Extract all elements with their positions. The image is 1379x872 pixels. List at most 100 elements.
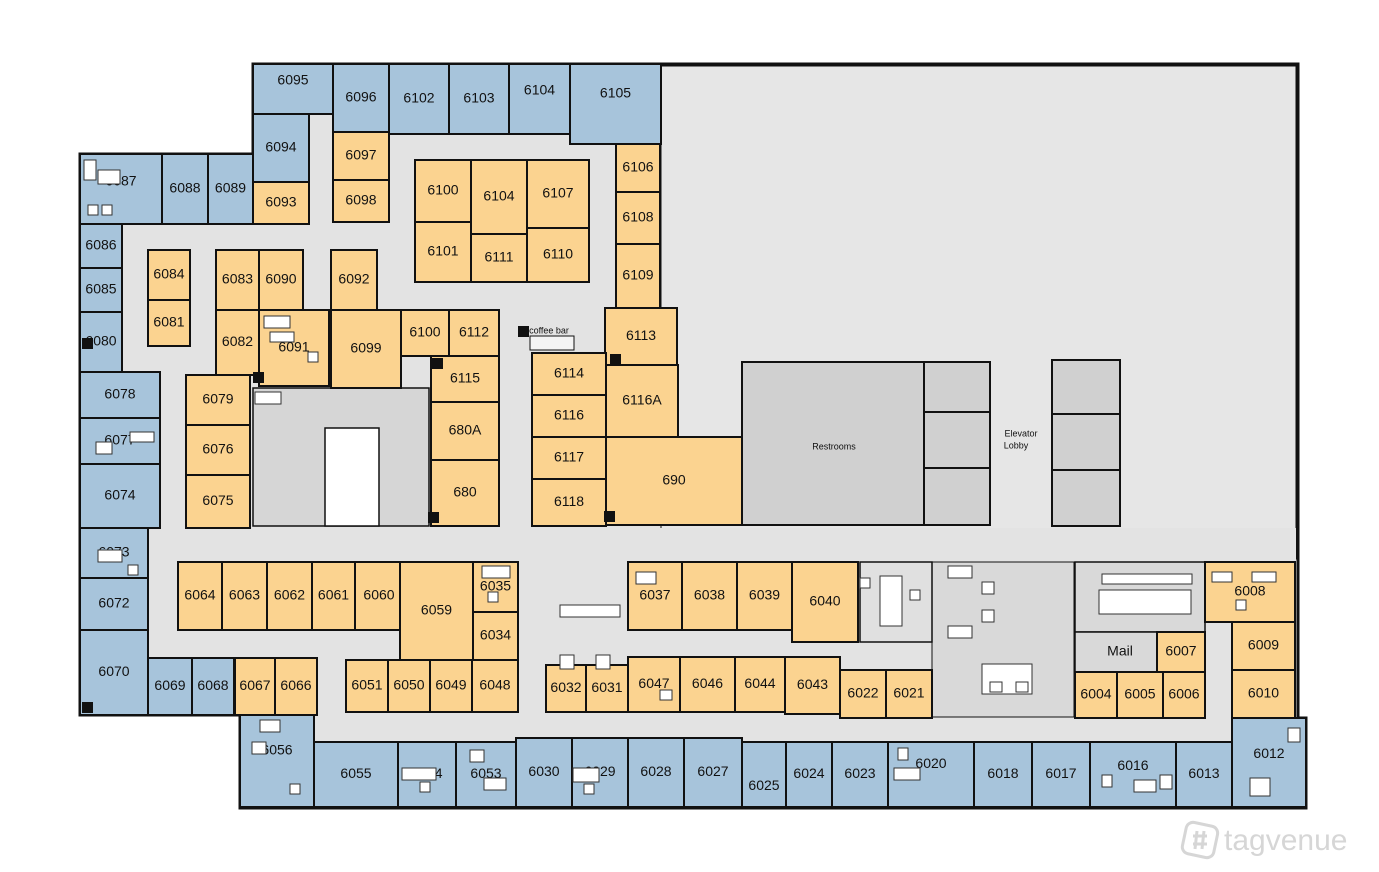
- room[interactable]: 6044: [734, 656, 786, 713]
- room[interactable]: 6116A: [605, 364, 679, 438]
- room[interactable]: 6059: [399, 561, 474, 661]
- room[interactable]: 6013: [1175, 741, 1233, 808]
- room[interactable]: 6074: [79, 463, 161, 529]
- room[interactable]: 6099: [330, 309, 402, 389]
- room[interactable]: 6111: [470, 233, 528, 283]
- room[interactable]: 6109: [615, 243, 661, 309]
- room[interactable]: 6100: [414, 159, 472, 223]
- room[interactable]: 6094: [252, 113, 310, 183]
- room[interactable]: 6022: [839, 669, 887, 719]
- room[interactable]: 6005: [1116, 671, 1164, 719]
- room[interactable]: 6038: [681, 561, 738, 631]
- room[interactable]: 6105: [569, 63, 662, 145]
- room[interactable]: 6049: [429, 659, 473, 713]
- room[interactable]: 6084: [147, 249, 191, 301]
- room[interactable]: 6081: [147, 299, 191, 347]
- room[interactable]: 6060: [354, 561, 404, 631]
- room[interactable]: 6027: [683, 737, 743, 808]
- room[interactable]: 6051: [345, 659, 389, 713]
- room[interactable]: 6102: [388, 63, 450, 135]
- room[interactable]: 6031: [585, 664, 629, 713]
- room[interactable]: 6006: [1162, 671, 1206, 719]
- room[interactable]: 6088: [161, 153, 209, 225]
- room[interactable]: 6040: [791, 561, 859, 643]
- room[interactable]: 6023: [831, 741, 889, 808]
- room[interactable]: 6025: [741, 741, 787, 808]
- room[interactable]: 6106: [615, 143, 661, 193]
- room[interactable]: 6017: [1031, 741, 1091, 808]
- room[interactable]: 6075: [185, 474, 251, 529]
- room[interactable]: 680: [430, 459, 500, 527]
- room[interactable]: 6089: [207, 153, 254, 225]
- room[interactable]: 6024: [785, 741, 833, 808]
- room[interactable]: 6039: [736, 561, 793, 631]
- room[interactable]: 680A: [430, 401, 500, 461]
- room[interactable]: 6043: [784, 656, 841, 715]
- room[interactable]: 6046: [679, 656, 736, 713]
- room[interactable]: 6086: [79, 223, 123, 269]
- room[interactable]: 6116: [531, 394, 607, 438]
- room-number-label: 6114: [554, 365, 584, 381]
- room[interactable]: 6112: [448, 309, 500, 357]
- furniture-mark: [1211, 571, 1233, 583]
- room[interactable]: 6068: [191, 657, 235, 716]
- room[interactable]: 6034: [472, 611, 519, 661]
- room[interactable]: 690: [605, 436, 743, 526]
- room[interactable]: 6110: [526, 227, 590, 283]
- room[interactable]: 6098: [332, 179, 390, 223]
- room[interactable]: 6064: [177, 561, 223, 631]
- room[interactable]: 6076: [185, 424, 251, 476]
- room[interactable]: 6083: [215, 249, 260, 311]
- room[interactable]: 6048: [471, 659, 519, 713]
- room[interactable]: 6085: [79, 267, 123, 313]
- room[interactable]: 6010: [1231, 669, 1296, 719]
- room[interactable]: 6078: [79, 371, 161, 419]
- room[interactable]: 6069: [147, 657, 193, 716]
- room[interactable]: 6028: [627, 737, 685, 808]
- room[interactable]: 6062: [266, 561, 313, 631]
- room-number-label: 6046: [692, 675, 723, 691]
- room[interactable]: 6104: [508, 63, 571, 135]
- room[interactable]: 6096: [332, 63, 390, 133]
- room[interactable]: 6061: [311, 561, 356, 631]
- room[interactable]: 6079: [185, 374, 251, 426]
- room[interactable]: 6093: [252, 181, 310, 225]
- room[interactable]: 6095: [252, 63, 334, 115]
- room[interactable]: 6107: [526, 159, 590, 229]
- room[interactable]: 6018: [973, 741, 1033, 808]
- room-shape: [448, 63, 510, 135]
- room[interactable]: 6066: [274, 657, 318, 716]
- room[interactable]: 6004: [1074, 671, 1118, 719]
- room[interactable]: 6100: [400, 309, 450, 357]
- room[interactable]: 6114: [531, 352, 607, 396]
- room[interactable]: 6082: [215, 309, 260, 376]
- room[interactable]: 6067: [234, 657, 276, 716]
- room[interactable]: 6097: [332, 131, 390, 181]
- room[interactable]: 6055: [313, 741, 399, 808]
- room[interactable]: 6063: [221, 561, 268, 631]
- room[interactable]: 6021: [885, 669, 933, 719]
- room[interactable]: 6091: [258, 309, 330, 387]
- tagvenue-logo-icon: [1180, 820, 1220, 860]
- room[interactable]: 6117: [531, 436, 607, 480]
- furniture-mark: [101, 204, 113, 216]
- room[interactable]: 6009: [1231, 621, 1296, 671]
- room[interactable]: 6103: [448, 63, 510, 135]
- room[interactable]: 6053: [455, 741, 517, 808]
- room[interactable]: 6090: [258, 249, 304, 311]
- room[interactable]: 6030: [515, 737, 573, 808]
- furniture-mark: [572, 767, 600, 783]
- room-number-label: 6090: [265, 271, 296, 287]
- room[interactable]: 6118: [531, 478, 607, 527]
- room[interactable]: 6092: [330, 249, 378, 311]
- room[interactable]: 6108: [615, 191, 661, 245]
- room[interactable]: 6007: [1156, 631, 1206, 673]
- room[interactable]: 6047: [627, 656, 681, 713]
- room[interactable]: 6008: [1204, 561, 1296, 623]
- room[interactable]: 6032: [545, 664, 587, 713]
- furniture-mark: [483, 777, 507, 791]
- room[interactable]: 6104: [470, 159, 528, 235]
- room[interactable]: 6072: [79, 577, 149, 631]
- room[interactable]: 6050: [387, 659, 431, 713]
- room[interactable]: 6101: [414, 221, 472, 283]
